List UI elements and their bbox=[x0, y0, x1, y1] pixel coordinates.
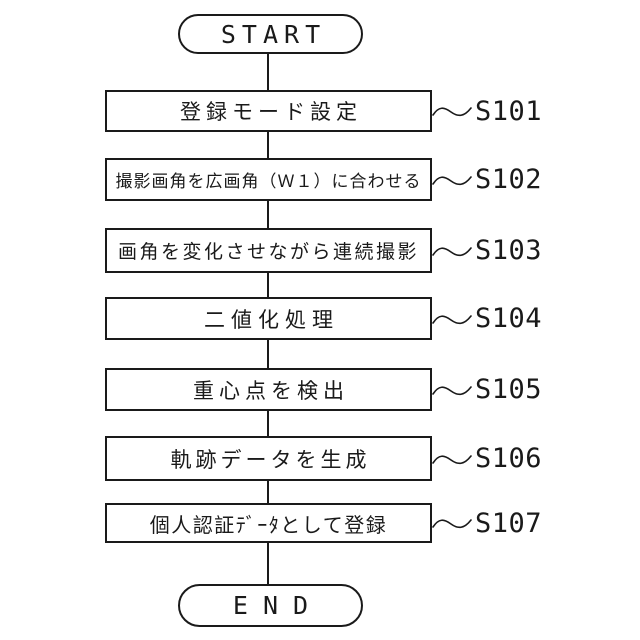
end-terminal: END bbox=[178, 584, 363, 627]
step-ref-s102: S102 bbox=[432, 158, 542, 201]
process-text-s102: 撮影画角を広画角（Ｗ１）に合わせる bbox=[115, 172, 422, 191]
process-text-s103: 画角を変化させながら連続撮影 bbox=[117, 242, 419, 263]
tilde-connector-icon bbox=[432, 175, 472, 185]
step-id-label: S105 bbox=[475, 374, 543, 405]
step-ref-s104: S104 bbox=[432, 297, 542, 340]
start-label: START bbox=[220, 19, 327, 49]
process-text-s105: 重心点を検出 bbox=[193, 379, 349, 403]
step-id-label: S107 bbox=[475, 507, 543, 539]
step-id-label: S102 bbox=[475, 164, 543, 195]
process-box-s104: 二値化処理 bbox=[105, 297, 432, 340]
tilde-connector-icon bbox=[432, 385, 472, 395]
tilde-connector-icon bbox=[432, 107, 472, 117]
step-id-label: S104 bbox=[475, 303, 543, 334]
step-id-label: S101 bbox=[475, 95, 543, 127]
process-box-s101: 登録モード設定 bbox=[105, 90, 432, 132]
tilde-connector-icon bbox=[432, 246, 472, 256]
process-text-s101: 登録モード設定 bbox=[180, 101, 362, 124]
process-box-s103: 画角を変化させながら連続撮影 bbox=[105, 228, 432, 273]
end-label: END bbox=[232, 591, 324, 620]
process-box-s107: 個人認証ﾃﾞｰﾀとして登録 bbox=[105, 503, 432, 543]
process-box-s106: 軌跡データを生成 bbox=[105, 436, 432, 481]
tilde-connector-icon bbox=[432, 519, 472, 529]
step-ref-s106: S106 bbox=[432, 436, 542, 481]
start-terminal: START bbox=[178, 14, 363, 54]
step-id-label: S103 bbox=[475, 235, 543, 266]
step-ref-s107: S107 bbox=[432, 503, 542, 543]
step-ref-s105: S105 bbox=[432, 368, 542, 411]
step-ref-s103: S103 bbox=[432, 228, 542, 273]
process-text-s106: 軌跡データを生成 bbox=[170, 448, 371, 472]
tilde-connector-icon bbox=[432, 454, 472, 464]
step-id-label: S106 bbox=[475, 443, 543, 474]
step-ref-s101: S101 bbox=[432, 90, 542, 132]
process-box-s105: 重心点を検出 bbox=[105, 368, 432, 411]
process-box-s102: 撮影画角を広画角（Ｗ１）に合わせる bbox=[105, 158, 432, 201]
tilde-connector-icon bbox=[432, 314, 472, 324]
process-text-s104: 二値化処理 bbox=[204, 308, 339, 332]
process-text-s107: 個人認証ﾃﾞｰﾀとして登録 bbox=[149, 514, 388, 537]
